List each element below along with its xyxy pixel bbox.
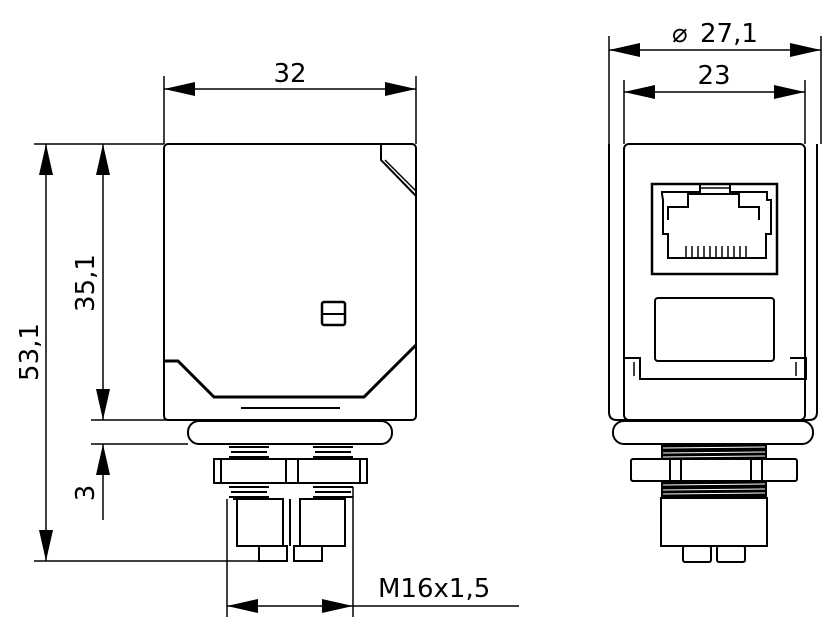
latch-icon <box>320 300 347 327</box>
thread-upper-side <box>229 446 353 458</box>
dimension-diameter-27-1: ⌀ 27,1 <box>608 19 822 144</box>
dimension-53-1: 53,1 <box>15 143 259 562</box>
dimension-35-1: 35,1 <box>71 144 188 421</box>
gasket-side <box>187 420 393 445</box>
rj45-socket-icon <box>650 182 779 276</box>
diameter-symbol-icon: ⌀ <box>672 19 688 49</box>
pin-block-left <box>682 545 712 563</box>
front-view: ⌀ 27,1 23 <box>608 19 822 563</box>
thread-upper-front <box>661 444 767 460</box>
thread-lower-front <box>661 481 767 498</box>
lower-body-front <box>660 497 768 547</box>
nut-side <box>213 458 368 484</box>
dimension-3: 3 <box>71 443 188 520</box>
latch-clips <box>625 357 807 380</box>
housing-side <box>163 143 417 421</box>
label-window <box>654 297 775 362</box>
dim-label-27-1: 27,1 <box>700 19 758 49</box>
side-view: 32 53,1 35,1 3 <box>15 59 519 617</box>
pin-block-right <box>716 545 746 563</box>
lower-body-side <box>233 498 346 562</box>
dim-label-32: 32 <box>273 59 306 89</box>
dimension-32: 32 <box>163 59 417 144</box>
dim-label-thread: M16x1,5 <box>378 574 490 604</box>
dim-label-35-1: 35,1 <box>71 254 101 312</box>
thread-lower-side <box>229 486 353 498</box>
dim-label-53-1: 53,1 <box>15 323 45 381</box>
dimension-23: 23 <box>623 61 806 144</box>
dim-label-3: 3 <box>71 485 101 502</box>
nut-front <box>630 458 798 482</box>
chamfer-top-right <box>380 144 417 197</box>
gasket-front <box>612 420 814 445</box>
dimension-thread: M16x1,5 <box>226 487 519 617</box>
dim-label-23: 23 <box>697 61 730 91</box>
bottom-chamfer <box>164 343 418 399</box>
